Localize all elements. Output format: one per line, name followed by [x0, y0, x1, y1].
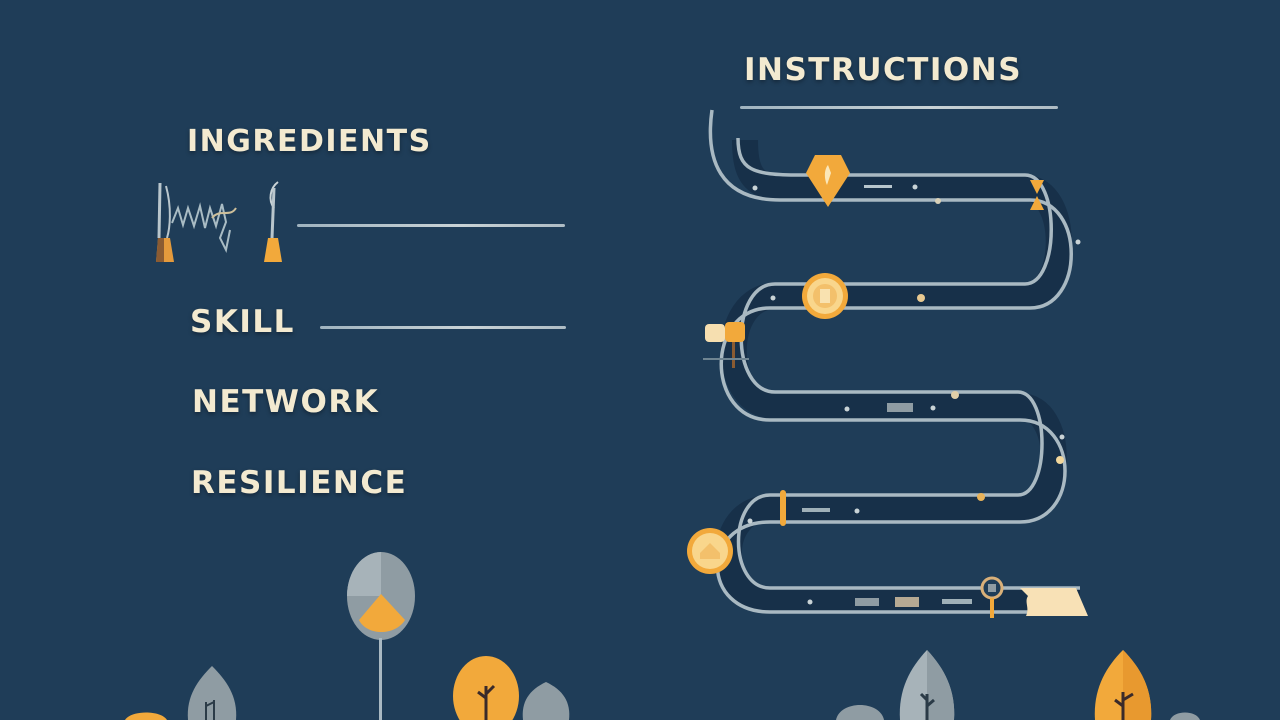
coin-marker-icon [801, 272, 849, 320]
gem-marker-icon [805, 153, 851, 209]
leaf-tree-gray-icon [186, 666, 238, 720]
instructions-title: INSTRUCTIONS [744, 52, 1023, 88]
skill-label: SKILL [190, 304, 295, 340]
leaf-tree-gray-small-icon [521, 682, 571, 720]
hourglass-marker-icon [776, 490, 790, 526]
mailbox-icon [703, 322, 749, 372]
leaf-tree-orange-small-icon [125, 706, 167, 720]
leaf-tree-orange-icon [452, 656, 520, 720]
resilience-label: RESILIENCE [191, 465, 408, 501]
ingredients-utensils-icon [150, 178, 290, 268]
network-label: NETWORK [192, 384, 380, 420]
instructions-divider [740, 106, 1058, 109]
bow-marker-icon [1024, 178, 1050, 212]
key-marker-icon [980, 576, 1004, 620]
home-coin-marker-icon [686, 527, 734, 575]
leaf-tree-orange-tall-icon [1093, 650, 1153, 720]
ingredients-label: INGREDIENTS [187, 124, 432, 159]
finish-flag-icon [1018, 586, 1090, 618]
skill-divider [320, 326, 566, 329]
leaf-tree-gray-edge-icon [1170, 710, 1200, 720]
ingredients-divider [297, 224, 565, 227]
balloon-tree-icon [345, 550, 417, 720]
leaf-tree-gray-short-icon [836, 696, 884, 720]
leaf-tree-gray-tall-icon [898, 650, 956, 720]
